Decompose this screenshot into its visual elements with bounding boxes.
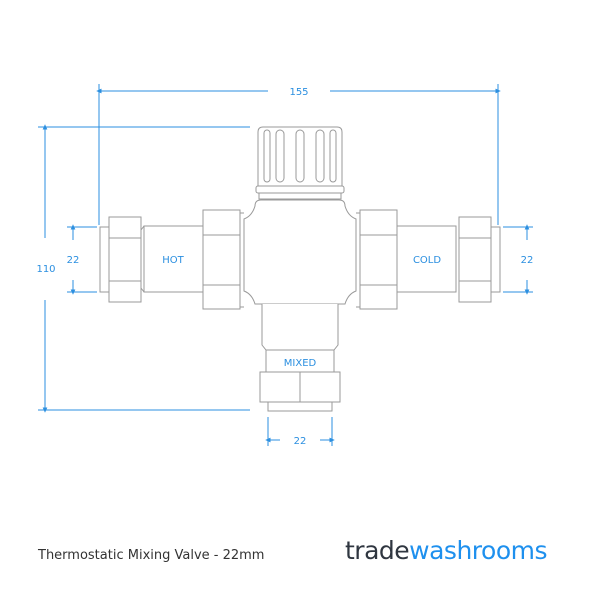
dim-cold-diameter: 22 (521, 255, 534, 266)
dim-hot-diameter: 22 (67, 255, 80, 266)
brand-logo-part1: trade (345, 536, 410, 565)
product-caption: Thermostatic Mixing Valve - 22mm (38, 548, 265, 563)
central-body (243, 199, 357, 305)
dim-overall-height: 110 (36, 264, 55, 275)
valve-body (99, 126, 501, 412)
dimension-lines (38, 84, 533, 446)
brand-logo-part2: washrooms (409, 536, 547, 565)
dim-overall-width: 155 (289, 87, 308, 98)
brand-logo: tradewashrooms (345, 536, 547, 565)
cold-port-label: COLD (413, 255, 441, 266)
mixed-port-label: MIXED (284, 358, 317, 369)
dim-mixed-diameter: 22 (294, 436, 307, 447)
hot-port-label: HOT (162, 255, 184, 266)
temperature-knob (255, 126, 345, 200)
